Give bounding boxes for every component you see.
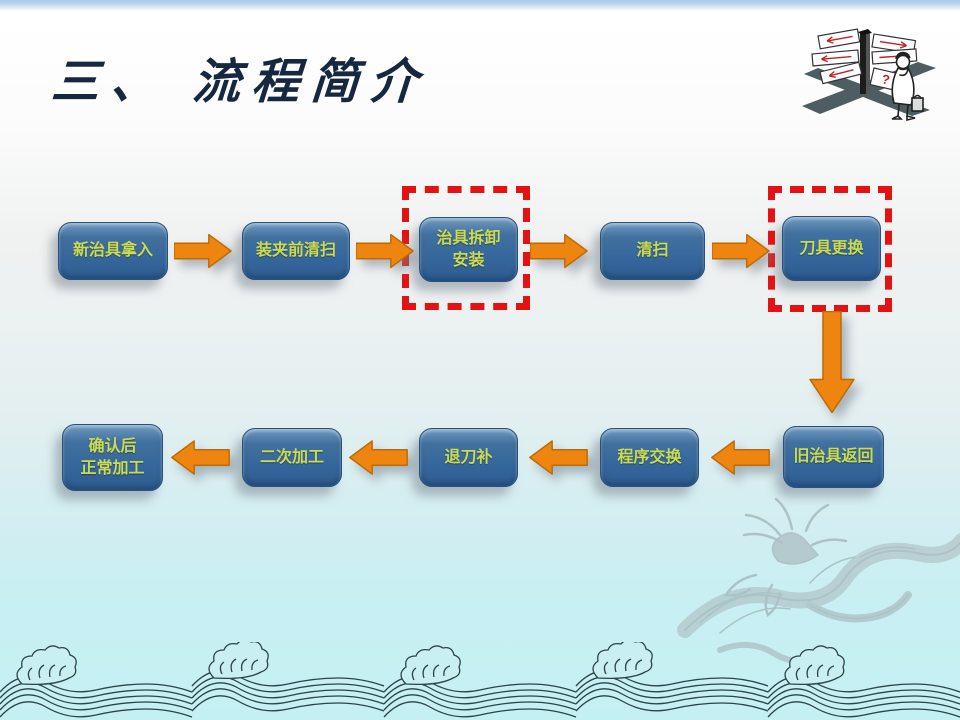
flow-node-label: 程序交换 — [617, 448, 682, 466]
flow-node-label: 确认后 正常加工 — [80, 437, 145, 477]
arrow-left-icon — [168, 440, 232, 475]
flow-node-second-process: 二次加工 — [242, 428, 342, 487]
arrow-right-icon — [712, 233, 770, 269]
arrow-right-icon — [356, 233, 414, 269]
arrow-left-icon — [706, 440, 774, 475]
flow-node-new-fixture-in: 新治具拿入 — [58, 222, 168, 280]
flow-node-label: 二次加工 — [259, 448, 324, 466]
highlight-dashed-box — [768, 186, 892, 312]
flow-node-old-fixture-return: 旧治具返回 — [783, 426, 884, 488]
arrow-left-icon — [346, 440, 410, 475]
flow-node-label: 退刀补 — [444, 448, 493, 466]
flow-node-retract-tool-comp: 退刀补 — [419, 428, 518, 487]
flow-node-tool-change: 刀具更换 — [782, 216, 881, 281]
wave-pattern — [0, 639, 960, 720]
flow-node-program-exchange: 程序交换 — [600, 428, 699, 487]
page-title: 三、 流程简介 — [49, 56, 431, 109]
arrow-right-icon — [530, 233, 588, 269]
flow-node-label: 治具拆卸 安装 — [436, 229, 501, 269]
arrow-left-icon — [526, 440, 590, 475]
arrow-down-icon — [809, 311, 855, 414]
flow-node-clean: 清扫 — [600, 222, 705, 280]
flow-node-fixture-remove-install: 治具拆卸 安装 — [419, 217, 518, 282]
svg-text:?: ? — [880, 71, 891, 87]
arrow-right-icon — [174, 233, 232, 269]
flow-node-label: 装夹前清扫 — [255, 242, 336, 260]
highlight-dashed-box — [402, 186, 530, 310]
top-gradient-strip — [0, 0, 960, 11]
flow-node-label: 新治具拿入 — [72, 242, 153, 260]
flow-node-label: 清扫 — [636, 242, 669, 260]
flow-node-label: 刀具更换 — [799, 239, 864, 257]
person-at-crossroads-signpost-icon: ? — [800, 22, 940, 127]
flow-node-clean-before-clamp: 装夹前清扫 — [242, 222, 350, 280]
flow-node-confirm-normal-process: 确认后 正常加工 — [62, 424, 163, 491]
flow-node-label: 旧治具返回 — [793, 448, 874, 466]
